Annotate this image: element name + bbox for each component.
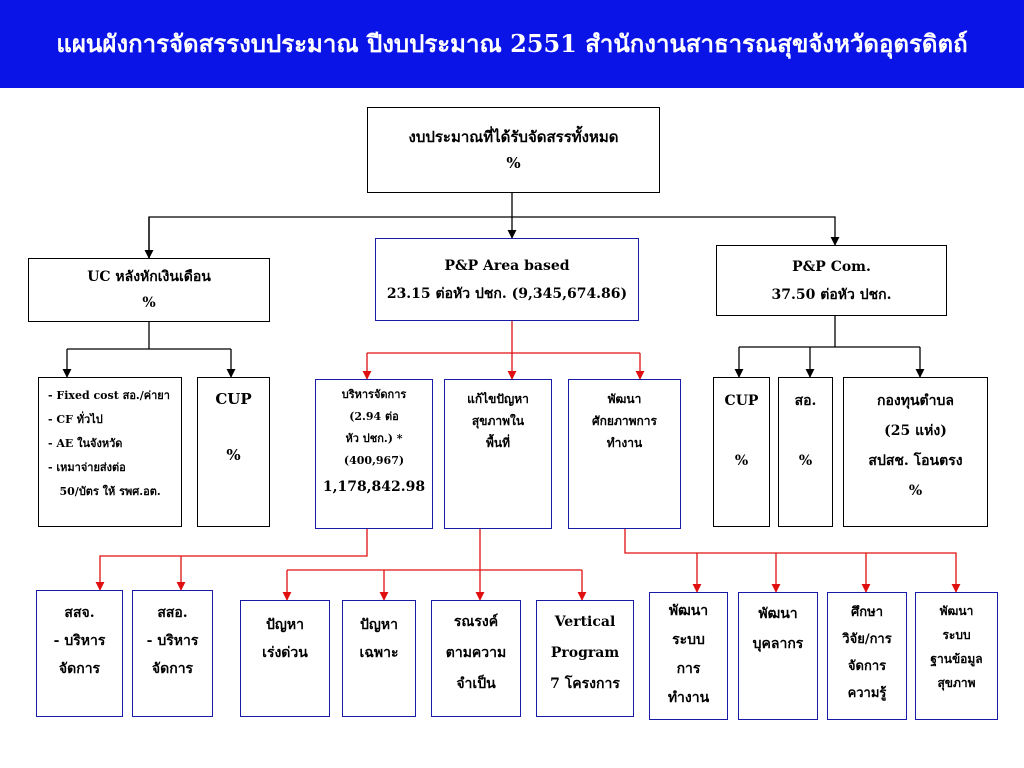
fixed-cost-item: 50/บัตร ให้ รพศ.อต. — [48, 485, 161, 498]
uc-label: UC หลังหักเงินเดือน — [87, 269, 211, 285]
cup-com-percent: % — [734, 453, 749, 469]
tambon-fund-count: (25 แห่ง) — [884, 423, 947, 439]
cup-uc-label: CUP — [215, 390, 252, 408]
develop-staff-line: พัฒนา — [758, 606, 798, 622]
research-line: ศึกษา — [851, 605, 883, 620]
solve-problem-line: แก้ไขปัญหา — [467, 392, 529, 406]
total-budget-label: งบประมาณที่ได้รับจัดสรรทั้งหมด — [408, 128, 619, 146]
develop-system-box: พัฒนา ระบบ การ ทำงาน — [649, 592, 728, 720]
solve-problem-line: สุขภาพใน — [471, 414, 525, 428]
solve-problem-line: พื้นที่ — [485, 436, 511, 450]
cup-uc-percent: % — [226, 446, 241, 464]
fixed-cost-box: - Fixed cost สอ./ค่ายา - CF ทั่วไป - AE … — [38, 377, 182, 527]
tambon-fund-box: กองทุนตำบล (25 แห่ง) สปสช. โอนตรง % — [843, 377, 988, 527]
admin-rate: (2.94 ต่อ — [349, 410, 399, 423]
research-line: วิจัย/การ — [842, 632, 892, 647]
sso-line: จัดการ — [151, 661, 194, 677]
page-title: แผนผังการจัดสรรงบประมาณ ปีงบประมาณ 2551 … — [56, 29, 968, 58]
so-label: สอ. — [794, 393, 817, 409]
develop-capacity-line: ทำงาน — [606, 436, 643, 450]
vertical-program-box: Vertical Program 7 โครงการ — [536, 600, 634, 717]
campaign-box: รณรงค์ ตามความ จำเป็น — [431, 600, 521, 717]
ssj-label: สสจ. — [64, 605, 95, 621]
develop-system-line: ทำงาน — [667, 690, 710, 706]
develop-database-line: พัฒนา — [939, 604, 974, 618]
develop-database-line: ฐานข้อมูล — [930, 652, 983, 666]
pp-area-amount: 23.15 ต่อหัว ปชก. (9,345,674.86) — [386, 285, 628, 302]
urgent-problem-box: ปัญหา เร่งด่วน — [240, 600, 330, 717]
cup-com-box: CUP % — [713, 377, 770, 527]
pp-area-box: P&P Area based 23.15 ต่อหัว ปชก. (9,345,… — [375, 238, 639, 321]
pp-area-label: P&P Area based — [444, 257, 570, 274]
develop-database-line: สุขภาพ — [937, 676, 976, 690]
cup-uc-box: CUP % — [197, 377, 270, 527]
tambon-fund-percent: % — [908, 483, 923, 499]
urgent-problem-line: เร่งด่วน — [262, 645, 308, 661]
total-budget-percent: % — [506, 154, 521, 172]
admin-box: บริหารจัดการ (2.94 ต่อ หัว ปชก.) * (400,… — [315, 379, 433, 529]
research-box: ศึกษา วิจัย/การ จัดการ ความรู้ — [827, 592, 907, 720]
pp-com-label: P&P Com. — [792, 258, 871, 275]
ssj-box: สสจ. - บริหาร จัดการ — [36, 590, 123, 717]
develop-system-line: การ — [676, 661, 701, 677]
research-line: ความรู้ — [847, 686, 887, 701]
uc-box: UC หลังหักเงินเดือน % — [28, 258, 270, 322]
so-box: สอ. % — [778, 377, 833, 527]
sso-box: สสอ. - บริหาร จัดการ — [132, 590, 213, 717]
develop-database-line: ระบบ — [942, 628, 971, 642]
tambon-fund-transfer: สปสช. โอนตรง — [868, 453, 963, 469]
admin-amount: 1,178,842.98 — [322, 479, 426, 495]
vertical-program-line: 7 โครงการ — [550, 676, 620, 692]
campaign-line: รณรงค์ — [453, 614, 499, 630]
develop-staff-box: พัฒนา บุคลากร — [738, 592, 818, 720]
develop-capacity-line: พัฒนา — [607, 392, 642, 406]
admin-label: บริหารจัดการ — [341, 388, 407, 401]
solve-problem-box: แก้ไขปัญหา สุขภาพใน พื้นที่ — [444, 379, 552, 529]
develop-system-line: ระบบ — [672, 632, 705, 648]
campaign-line: ตามความ — [445, 645, 507, 661]
tambon-fund-label: กองทุนตำบล — [877, 393, 954, 409]
develop-database-box: พัฒนา ระบบ ฐานข้อมูล สุขภาพ — [915, 592, 998, 720]
admin-population: (400,967) — [343, 454, 405, 467]
pp-com-box: P&P Com. 37.50 ต่อหัว ปชก. — [716, 245, 947, 316]
admin-rate-unit: หัว ปชก.) * — [345, 432, 403, 445]
develop-capacity-box: พัฒนา ศักยภาพการ ทำงาน — [568, 379, 681, 529]
header-banner — [0, 0, 1024, 88]
specific-problem-line: ปัญหา — [360, 617, 398, 633]
develop-staff-line: บุคลากร — [752, 636, 804, 652]
urgent-problem-line: ปัญหา — [266, 617, 304, 633]
vertical-program-line: Vertical — [554, 614, 616, 630]
research-line: จัดการ — [847, 659, 887, 674]
ssj-line: จัดการ — [58, 661, 101, 677]
specific-problem-line: เฉพาะ — [359, 645, 399, 661]
specific-problem-box: ปัญหา เฉพาะ — [342, 600, 416, 717]
uc-percent: % — [142, 295, 156, 311]
pp-com-amount: 37.50 ต่อหัว ปชก. — [771, 286, 892, 303]
develop-system-line: พัฒนา — [668, 603, 709, 619]
develop-capacity-line: ศักยภาพการ — [592, 414, 657, 428]
total-budget-box: งบประมาณที่ได้รับจัดสรรทั้งหมด % — [367, 107, 660, 193]
campaign-line: จำเป็น — [456, 676, 496, 692]
vertical-program-line: Program — [550, 645, 620, 661]
cup-com-label: CUP — [724, 393, 759, 409]
ssj-line: - บริหาร — [53, 633, 106, 649]
fixed-cost-item: - เหมาจ่ายส่งต่อ — [48, 461, 126, 474]
sso-label: สสอ. — [157, 605, 188, 621]
fixed-cost-item: - Fixed cost สอ./ค่ายา — [48, 389, 170, 402]
fixed-cost-item: - AE ในจังหวัด — [48, 437, 123, 450]
sso-line: - บริหาร — [146, 633, 199, 649]
fixed-cost-item: - CF ทั่วไป — [48, 413, 103, 426]
so-percent: % — [798, 453, 813, 469]
